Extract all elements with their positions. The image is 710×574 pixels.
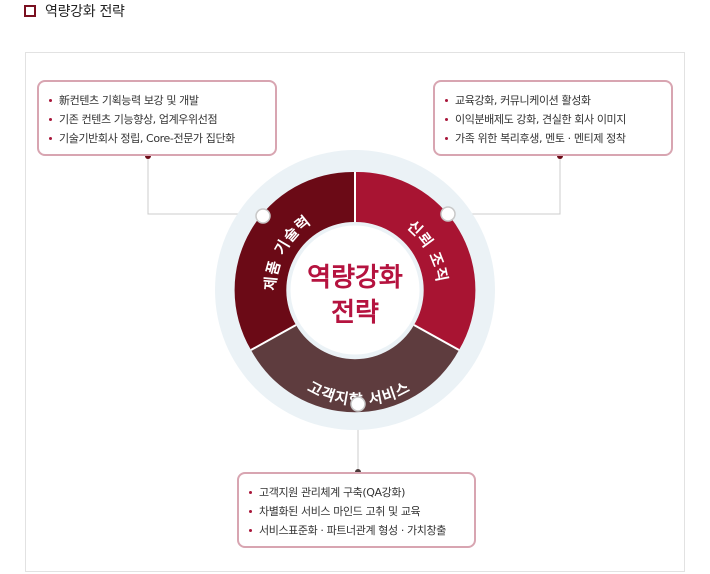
page-heading: 역량강화 전략 <box>24 1 125 21</box>
segment-customer-service <box>251 325 459 413</box>
center-title-line1: 역량강화 <box>307 263 403 293</box>
list-item: 서비스표준화 · 파트너관계 형성 · 가치창출 <box>249 521 464 540</box>
square-bullet-icon <box>24 5 36 17</box>
list-item: 차별화된 서비스 마인드 고취 및 교육 <box>249 502 464 521</box>
center-circle <box>287 222 423 358</box>
segment-divider <box>250 324 297 351</box>
list-item: 기술기반회사 정립, Core-전문가 집단화 <box>49 129 265 148</box>
content-panel <box>25 52 685 572</box>
list-item: 교육강화, 커뮤니케이션 활성화 <box>445 91 661 110</box>
list-item: 고객지원 관리체계 구축(QA강화) <box>249 483 464 502</box>
node-right <box>440 206 456 222</box>
list-item: 新컨텐츠 기획능력 보강 및 개발 <box>49 91 265 110</box>
connector-right <box>448 156 561 215</box>
node-left <box>255 208 271 224</box>
list-item: 기존 컨텐츠 기능향상, 업계우위선점 <box>49 110 265 129</box>
page-title: 역량강화 전략 <box>45 4 125 20</box>
customer-service-box: 고객지원 관리체계 구축(QA강화) 차별화된 서비스 마인드 고취 및 교육 … <box>237 472 476 548</box>
list-item: 가족 위한 복리후생, 멘토 · 멘티제 정착 <box>445 129 661 148</box>
center-title-line2: 전략 <box>331 298 379 328</box>
trust-organization-box: 교육강화, 커뮤니케이션 활성화 이익분배제도 강화, 견실한 회사 이미지 가… <box>433 80 673 156</box>
node-bottom <box>350 396 366 412</box>
product-technology-box: 新컨텐츠 기획능력 보강 및 개발 기존 컨텐츠 기능향상, 업계우위선점 기술… <box>37 80 277 156</box>
segment-divider <box>413 324 460 351</box>
connector-left <box>147 156 262 215</box>
list-item: 이익분배제도 강화, 견실한 회사 이미지 <box>445 110 661 129</box>
